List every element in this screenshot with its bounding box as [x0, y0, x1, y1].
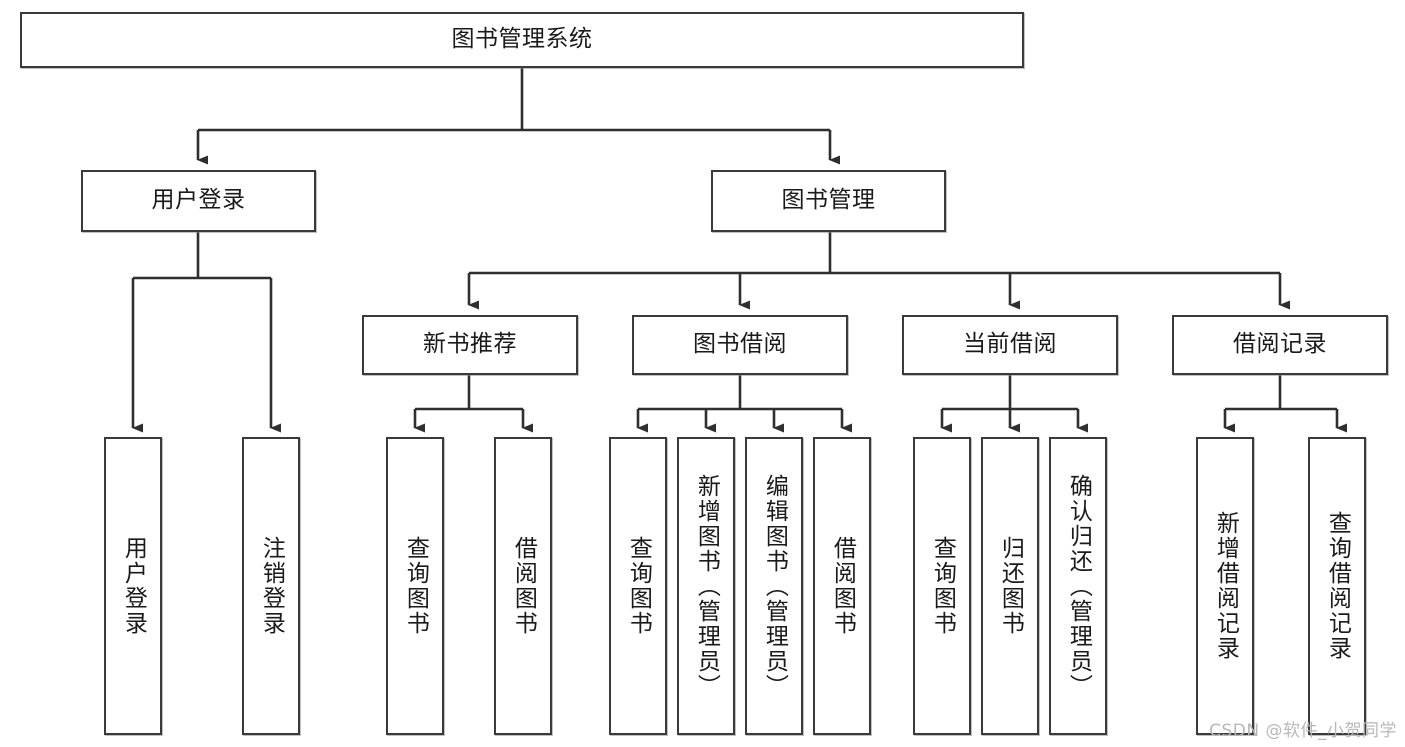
node-label: 借阅记录: [1233, 331, 1327, 358]
node-label: 图书管理系统: [451, 26, 593, 53]
leaf-borrow-book-recommend[interactable]: 借阅图书: [494, 437, 552, 735]
node-label: 确认归还（管理员）: [1065, 473, 1092, 699]
leaf-query-book-borrow[interactable]: 查询图书: [609, 437, 667, 735]
leaf-logout[interactable]: 注销登录: [242, 437, 300, 735]
leaf-edit-book-admin[interactable]: 编辑图书（管理员）: [745, 437, 803, 735]
leaf-confirm-return-admin[interactable]: 确认归还（管理员）: [1049, 437, 1107, 735]
node-label: 归还图书: [997, 536, 1024, 636]
node-book-borrow[interactable]: 图书借阅: [632, 315, 848, 375]
node-label: 新书推荐: [423, 331, 517, 358]
node-label: 图书借阅: [693, 331, 787, 358]
node-borrow-record[interactable]: 借阅记录: [1172, 315, 1388, 375]
node-user-login[interactable]: 用户登录: [81, 170, 316, 232]
node-label: 注销登录: [258, 536, 285, 636]
node-new-book-recommend[interactable]: 新书推荐: [362, 315, 578, 375]
node-book-management[interactable]: 图书管理: [711, 170, 946, 232]
node-label: 编辑图书（管理员）: [761, 473, 788, 699]
leaf-user-login[interactable]: 用户登录: [104, 437, 162, 735]
leaf-borrow-book[interactable]: 借阅图书: [813, 437, 871, 735]
node-current-borrow[interactable]: 当前借阅: [902, 315, 1118, 375]
node-root-book-management-system[interactable]: 图书管理系统: [20, 12, 1024, 68]
node-label: 查询借阅记录: [1324, 511, 1351, 661]
node-label: 借阅图书: [829, 536, 856, 636]
node-label: 用户登录: [151, 187, 246, 214]
node-label: 查询图书: [929, 536, 956, 636]
node-label: 查询图书: [625, 536, 652, 636]
leaf-query-book-recommend[interactable]: 查询图书: [386, 437, 444, 735]
node-label: 新增图书（管理员）: [693, 473, 720, 699]
node-label: 新增借阅记录: [1212, 511, 1239, 661]
leaf-query-book-current[interactable]: 查询图书: [913, 437, 971, 735]
node-label: 借阅图书: [510, 536, 537, 636]
node-label: 查询图书: [402, 536, 429, 636]
leaf-return-book[interactable]: 归还图书: [981, 437, 1039, 735]
csdn-watermark: CSDN @软件_小贺同学: [1209, 721, 1397, 741]
node-label: 当前借阅: [963, 331, 1057, 358]
leaf-query-borrow-record[interactable]: 查询借阅记录: [1308, 437, 1366, 735]
leaf-add-borrow-record[interactable]: 新增借阅记录: [1196, 437, 1254, 735]
node-label: 图书管理: [781, 187, 876, 214]
leaf-add-book-admin[interactable]: 新增图书（管理员）: [677, 437, 735, 735]
node-label: 用户登录: [120, 536, 147, 636]
